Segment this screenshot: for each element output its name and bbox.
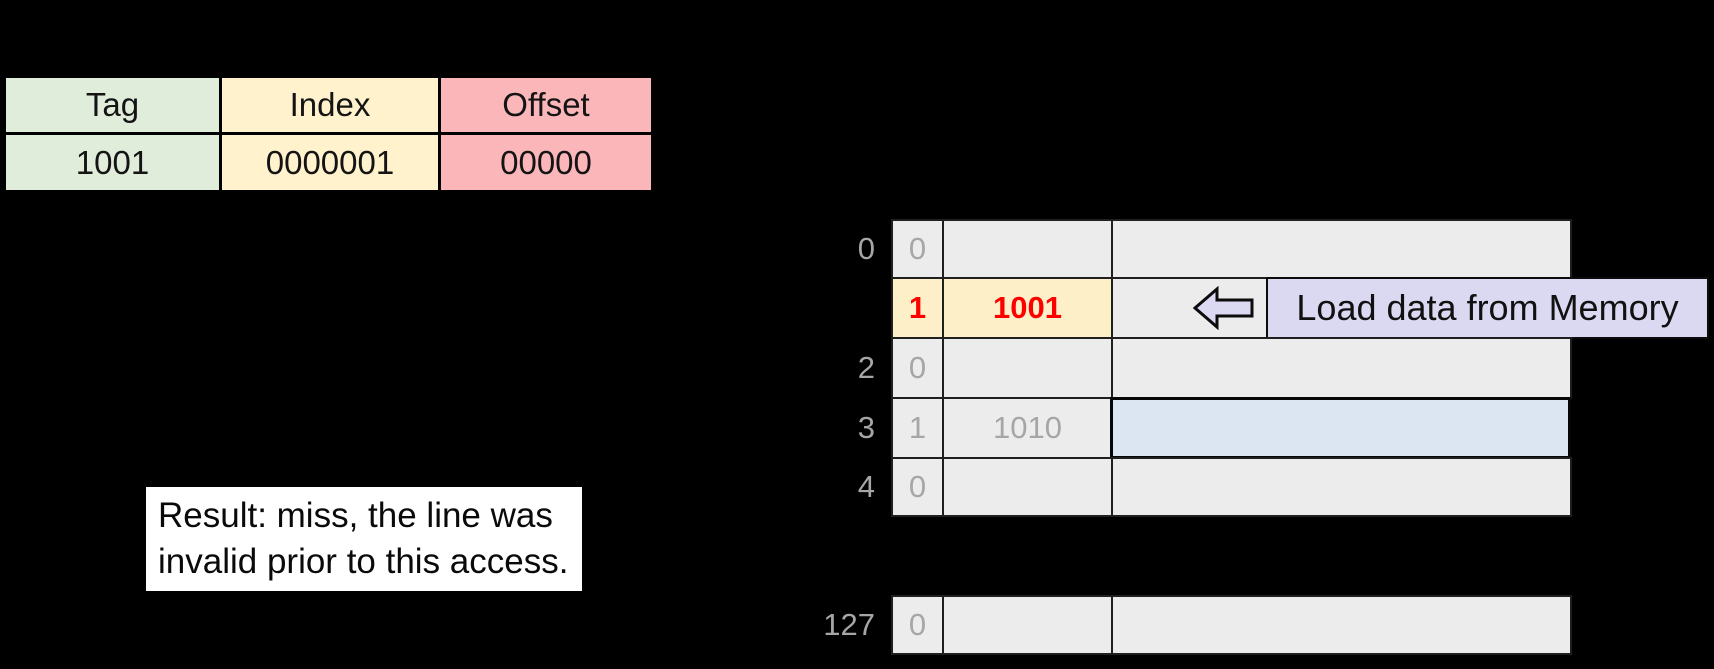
valid-bit-cell: 0 — [891, 219, 944, 279]
valid-bit-cell: 0 — [891, 457, 944, 517]
row-index-label — [770, 277, 891, 339]
tag-header-cell: Tag — [3, 75, 222, 135]
row-index-label: 4 — [857, 469, 875, 504]
address-breakdown-table: Tag Index Offset 1001 0000001 00000 — [3, 75, 654, 193]
cache-row-127: 127 0 — [770, 595, 1572, 655]
data-cell — [1111, 337, 1572, 399]
tag-cell — [942, 219, 1113, 279]
valid-bit-cell: 0 — [891, 595, 944, 655]
tag-cell — [942, 595, 1113, 655]
address-value-row: 1001 0000001 00000 — [3, 132, 654, 193]
tag-value-cell: 1001 — [3, 132, 222, 193]
offset-value-cell: 00000 — [438, 132, 654, 193]
cache-row-3: 3 1 1010 — [770, 397, 1571, 459]
index-header-cell: Index — [219, 75, 441, 135]
data-cell — [1111, 595, 1572, 655]
data-cell — [1111, 219, 1572, 279]
tag-cell — [942, 457, 1113, 517]
valid-bit-cell: 0 — [891, 337, 944, 399]
offset-header-cell: Offset — [438, 75, 654, 135]
row-index-label: 2 — [857, 350, 875, 385]
row-index-label: 3 — [857, 410, 875, 445]
valid-bit-cell: 1 — [891, 397, 944, 459]
result-text-box: Result: miss, the line was invalid prior… — [146, 487, 582, 591]
valid-bit-cell: 1 — [891, 277, 944, 339]
data-cell-highlighted — [1110, 397, 1571, 459]
tag-cell: 1001 — [942, 277, 1113, 339]
cache-row-0: 0 0 — [770, 219, 1572, 279]
index-value-cell: 0000001 — [219, 132, 441, 193]
cache-row-2: 2 0 — [770, 337, 1572, 399]
address-header-row: Tag Index Offset — [3, 75, 654, 135]
load-data-annotation: Load data from Memory — [1266, 277, 1709, 339]
cache-row-4: 4 0 — [770, 457, 1572, 517]
row-index-label: 127 — [823, 607, 875, 642]
cache-row-1-active: 1 1001 Load data from Memory — [770, 277, 1709, 339]
left-block-arrow-icon — [1193, 286, 1254, 330]
tag-cell — [942, 337, 1113, 399]
data-cell — [1111, 457, 1572, 517]
tag-cell: 1010 — [942, 397, 1113, 459]
row-index-label: 0 — [857, 231, 875, 266]
